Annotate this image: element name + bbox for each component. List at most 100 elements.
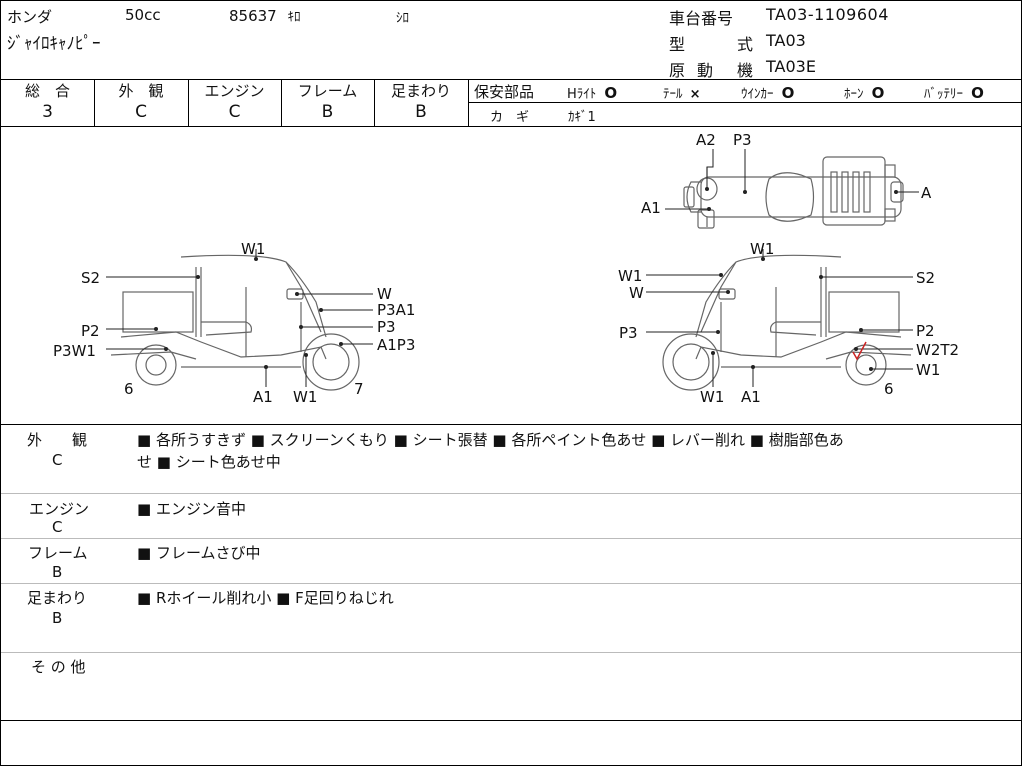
safety-winker-label: ｳｲﾝｶｰ — [741, 87, 774, 102]
top-label-a: A — [921, 184, 932, 202]
type-value: TA03 — [766, 31, 806, 50]
grade-row-bottom-line — [1, 126, 1021, 127]
safety-battery-mark: O — [971, 84, 984, 102]
engine-label-1: 原 — [669, 61, 686, 80]
mileage-value: 85637 — [229, 7, 277, 25]
right-label-w: W — [629, 284, 644, 302]
top-label-a2: A2 — [696, 131, 716, 149]
grade-value-engine: C — [228, 102, 241, 122]
notes-divider — [1, 583, 1021, 584]
grade-label-overall: 総 合 — [24, 82, 70, 100]
mileage-unit: ｷﾛ — [287, 10, 301, 25]
engine-value: TA03E — [766, 57, 816, 76]
note-text-frame: ■ フレームさび中 — [137, 544, 261, 562]
right-label-w1-bottom: W1 — [700, 388, 725, 406]
note-grade-engine: C — [52, 518, 63, 536]
grade-value-frame: B — [321, 102, 334, 122]
note-text-suspension: ■ Rホイール削れ小 ■ F足回りねじれ — [137, 589, 394, 607]
color: ｼﾛ — [396, 11, 409, 26]
left-label-w1-top: W1 — [241, 240, 266, 258]
right-label-w1-side: W1 — [618, 267, 643, 285]
damage-points — [154, 187, 898, 371]
key-value: ｶｷﾞ1 — [568, 110, 596, 125]
notes-bottom-line — [1, 720, 1021, 721]
grade-divider — [188, 79, 189, 126]
damage-diagram — [106, 149, 919, 391]
note-text-exterior-line1: ■ 各所うすきず ■ スクリーンくもり ■ シート張替 ■ 各所ペイント色あせ … — [137, 431, 844, 449]
left-label-w: W — [377, 285, 392, 303]
right-label-p3: P3 — [619, 324, 638, 342]
grade-value-overall: 3 — [42, 102, 53, 122]
safety-horn: ﾎｰﾝ O — [844, 83, 884, 102]
note-category-exterior: 外 観 — [27, 431, 88, 449]
grade-divider — [94, 79, 95, 126]
note-grade-suspension: B — [52, 609, 63, 627]
right-label-p2: P2 — [916, 322, 935, 340]
safety-tail-label: ﾃｰﾙ — [663, 87, 683, 102]
right-label-6: 6 — [884, 380, 894, 398]
grade-value-suspension: B — [415, 102, 427, 122]
left-label-s2: S2 — [81, 269, 101, 287]
left-label-a1-bottom: A1 — [253, 388, 273, 406]
note-category-engine: エンジン — [29, 500, 90, 518]
safety-label: 保安部品 — [474, 83, 535, 101]
type-label-2: 式 — [737, 35, 754, 54]
right-label-w2t2: W2T2 — [916, 341, 960, 359]
safety-divider-line — [469, 102, 1021, 103]
safety-headlight-label: Hﾗｲﾄ — [567, 87, 597, 102]
grade-label-frame: フレーム — [297, 82, 358, 100]
right-label-w1-wheel: W1 — [916, 361, 941, 379]
note-grade-frame: B — [52, 563, 63, 581]
model-name: ｼﾞｬｲﾛｷｬﾉﾋﾟｰ — [7, 34, 101, 54]
note-text-exterior-line2: せ ■ シート色あせ中 — [137, 453, 281, 471]
chassis-label: 車台番号 — [669, 9, 734, 28]
engine-label-2: 動 — [697, 61, 714, 80]
left-side-view-scooter — [110, 254, 360, 391]
left-label-w1-bottom: W1 — [293, 388, 318, 406]
left-label-p2: P2 — [81, 322, 100, 340]
grade-row-top-line — [1, 79, 1021, 80]
note-category-suspension: 足まわり — [27, 589, 88, 607]
grade-divider — [374, 79, 375, 126]
notes-divider — [1, 652, 1021, 653]
left-label-7: 7 — [354, 380, 364, 398]
grade-divider — [281, 79, 282, 126]
left-label-6: 6 — [124, 380, 134, 398]
safety-battery-label: ﾊﾞｯﾃﾘｰ — [924, 87, 963, 102]
mileage: 85637 ｷﾛ — [229, 6, 301, 25]
safety-tail: ﾃｰﾙ × — [663, 83, 701, 102]
type-label-1: 型 — [669, 35, 686, 54]
red-check-mark — [852, 341, 867, 361]
grade-value-exterior: C — [135, 102, 147, 122]
left-label-a1p3: A1P3 — [377, 336, 416, 354]
note-category-other: そ の 他 — [31, 658, 86, 676]
chassis-value: TA03-1109604 — [766, 5, 889, 24]
left-label-p3w1: P3W1 — [53, 342, 96, 360]
grade-label-exterior: 外 観 — [118, 82, 164, 100]
right-side-view-scooter — [662, 254, 912, 391]
safety-battery: ﾊﾞｯﾃﾘｰ O — [924, 83, 984, 102]
safety-winker-mark: O — [781, 84, 795, 102]
grade-label-engine: エンジン — [204, 82, 265, 100]
leader-lines — [106, 149, 919, 387]
note-grade-exterior: C — [52, 451, 63, 469]
note-category-frame: フレーム — [28, 544, 88, 562]
left-label-p3: P3 — [377, 318, 396, 336]
right-label-a1-bottom: A1 — [741, 388, 761, 406]
safety-horn-label: ﾎｰﾝ — [844, 87, 864, 102]
safety-headlight-mark: O — [604, 84, 618, 102]
engine-label-3: 機 — [737, 61, 754, 80]
top-label-p3: P3 — [733, 131, 752, 149]
grade-divider — [468, 79, 469, 126]
notes-divider — [1, 493, 1021, 494]
scooter-drawings — [110, 156, 912, 391]
safety-tail-mark: × — [689, 87, 701, 102]
notes-top-line — [1, 424, 1021, 425]
maker: ホンダ — [7, 8, 53, 26]
left-label-p3a1: P3A1 — [377, 301, 416, 319]
right-label-w1-top: W1 — [750, 240, 775, 258]
safety-headlight: Hﾗｲﾄ O — [567, 83, 617, 102]
safety-horn-mark: O — [871, 84, 885, 102]
displacement: 50cc — [125, 6, 161, 24]
